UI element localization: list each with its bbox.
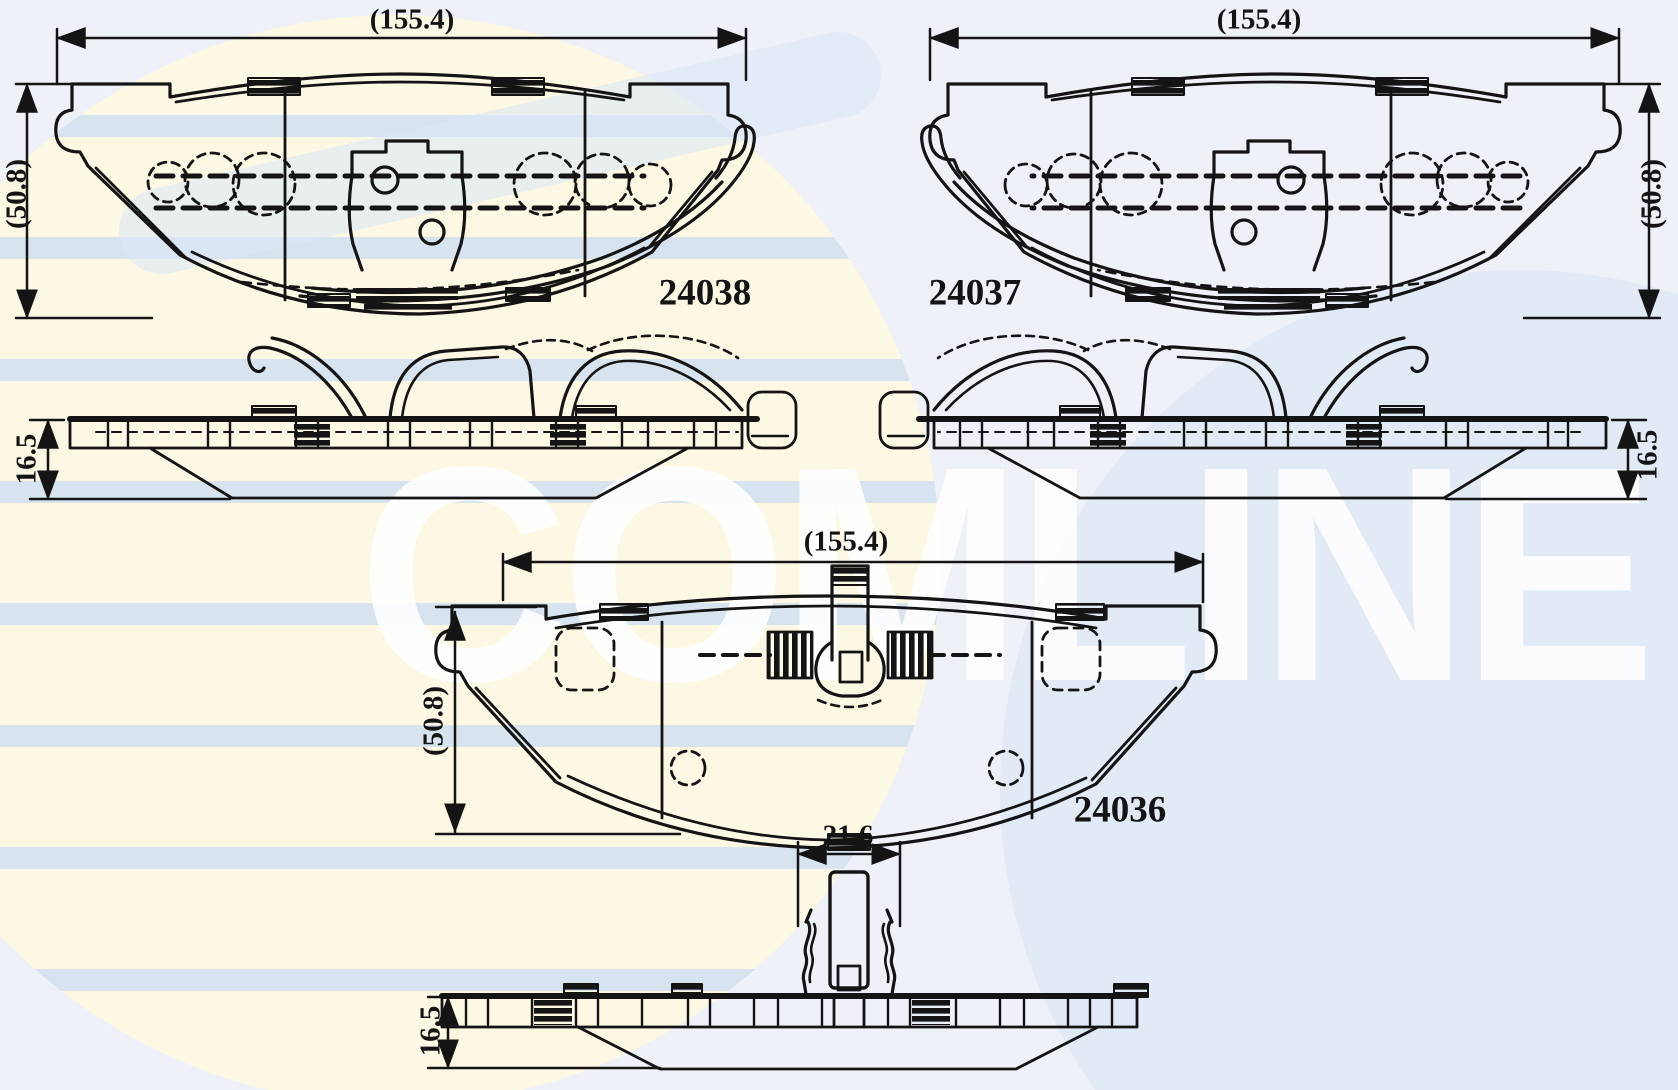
dim-label-side-left-thickness: 16.5 [10, 433, 43, 485]
watermark-comline-text: COMLINE [358, 402, 1656, 746]
part-number-label-24038: 24038 [658, 272, 752, 314]
pad-side-view-right [880, 336, 1646, 499]
pad-front-view-center [434, 551, 1218, 851]
dim-label-center-width: (155.4) [803, 525, 889, 558]
part-number-label-24036: 24036 [1073, 789, 1167, 831]
dim-label-top-right-width: (155.4) [1216, 3, 1302, 36]
pad-front-view-top-left [14, 27, 756, 320]
dim-label-top-left-width: (155.4) [369, 3, 455, 36]
pad-front-view-top-right [922, 29, 1660, 318]
dim-label-side-right-thickness: 16.5 [1631, 429, 1664, 481]
dim-label-clip-width: 21.6 [822, 819, 874, 852]
pad-side-view-left [28, 334, 798, 501]
pad-side-view-bottom [426, 983, 1149, 1071]
sensor-clip-detail [796, 840, 902, 996]
dim-label-side-bottom-thickness: 16.5 [414, 1005, 447, 1057]
part-number-label-24037: 24037 [928, 272, 1022, 314]
dim-label-top-right-height: (50.8) [1635, 158, 1668, 230]
dim-label-top-left-height: (50.8) [0, 158, 33, 230]
dim-label-center-height: (50.8) [417, 685, 450, 757]
